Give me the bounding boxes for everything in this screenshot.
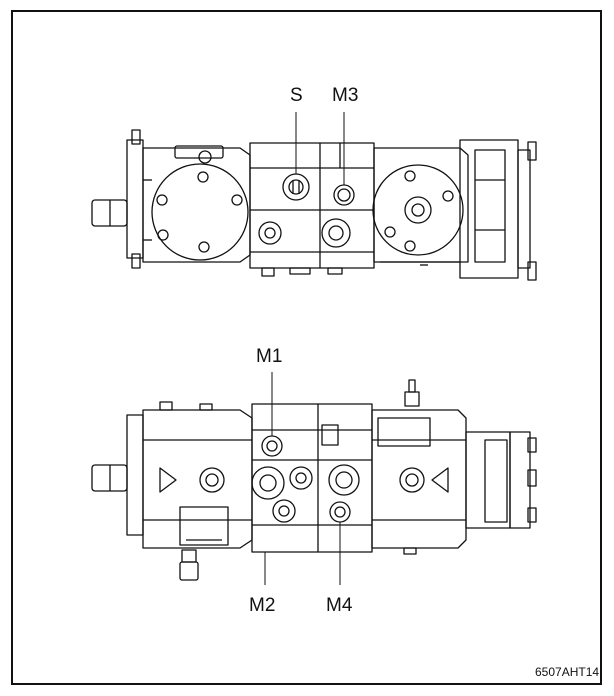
bottom-left-flange (126, 414, 144, 536)
top-right-flange (459, 139, 519, 279)
top-left-cover (151, 163, 249, 261)
top-right-cover (372, 164, 464, 256)
top-centre-block (249, 142, 375, 269)
top-view (91, 112, 537, 281)
bottom-view (91, 372, 537, 585)
label-m4: M4 (326, 595, 353, 616)
bottom-right-cover-plate (377, 417, 431, 447)
port-s (282, 173, 310, 201)
bottom-right-housing (371, 409, 467, 549)
label-m2: M2 (249, 595, 276, 616)
port-m4 (329, 501, 351, 523)
figure-frame (11, 10, 602, 685)
figure-code: 6507AHT14 (535, 665, 600, 679)
label-m3: M3 (332, 85, 359, 106)
bottom-left-cover-plate (179, 506, 229, 546)
top-left-housing (142, 147, 251, 263)
label-s: S (290, 85, 303, 106)
label-m1: M1 (256, 346, 283, 367)
port-m1 (261, 435, 283, 457)
top-right-housing (373, 147, 469, 263)
bottom-right-flange (465, 431, 511, 529)
top-left-flange (126, 139, 144, 259)
port-m3 (333, 184, 355, 206)
